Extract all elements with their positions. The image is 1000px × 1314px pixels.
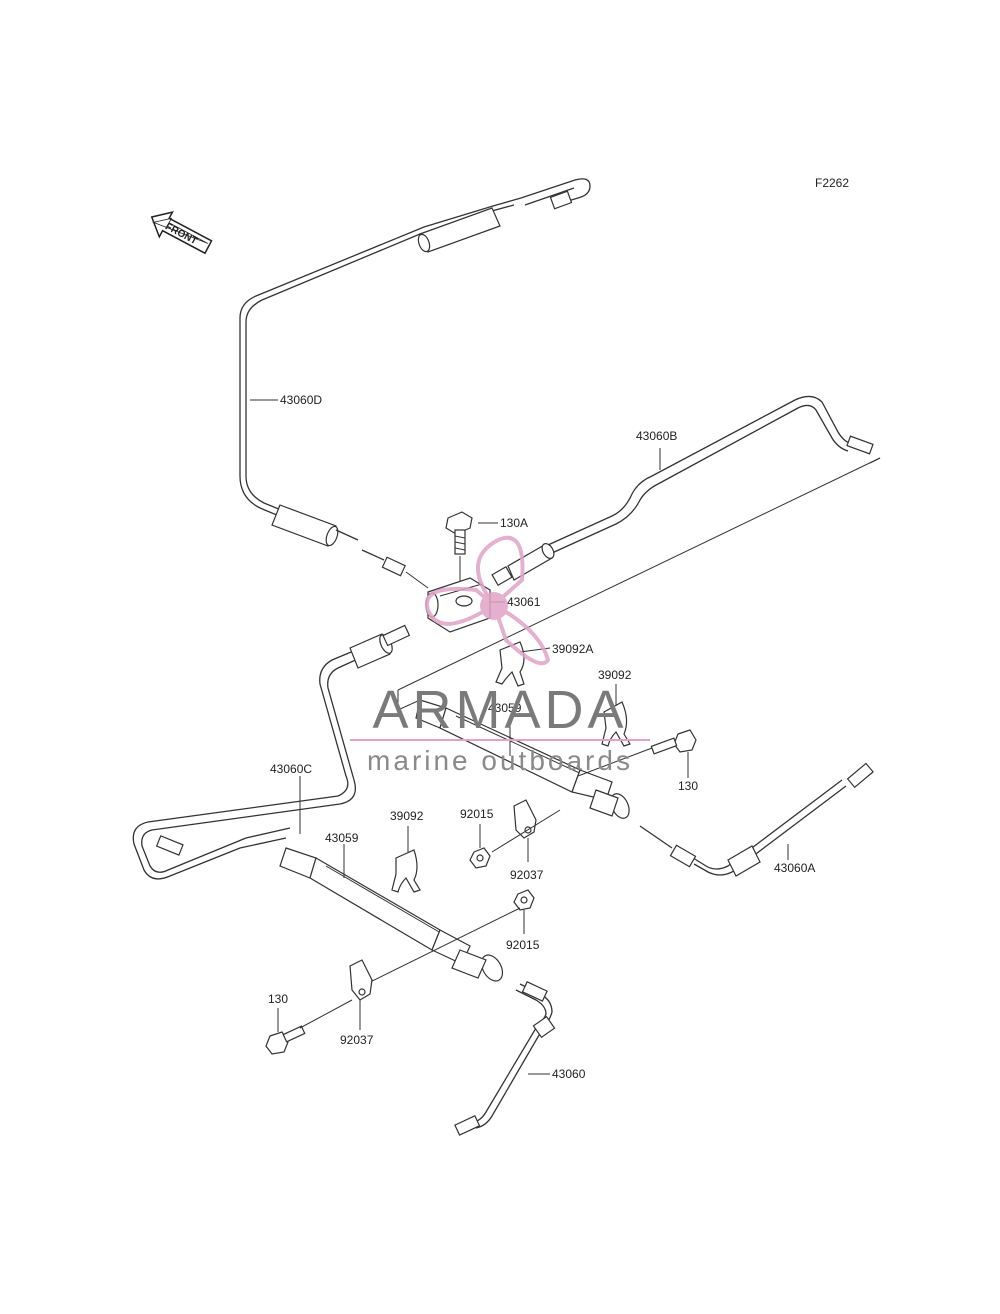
- tube-end-fitting: [846, 762, 874, 789]
- label-92015-upper: 92015: [460, 807, 494, 821]
- bracket-92037-upper: [513, 799, 537, 839]
- tube-43060B: [491, 395, 874, 587]
- figure-code: F2262: [815, 176, 849, 190]
- label-92037-lower: 92037: [340, 1033, 374, 1047]
- tube-sleeve: [727, 845, 761, 877]
- label-39092A-upper: 39092A: [552, 642, 593, 656]
- tube-end-fitting: [382, 624, 411, 647]
- nut-92015-upper: [469, 847, 491, 869]
- label-43059-lower: 43059: [325, 831, 359, 845]
- tube-sleeve: [271, 504, 339, 547]
- hose-43059-lower: [279, 847, 504, 982]
- label-43061: 43061: [507, 595, 541, 609]
- tube-43060A: [639, 762, 874, 877]
- propeller-logo-icon: [425, 535, 551, 666]
- tube-sleeve: [417, 207, 501, 253]
- tube-end-fitting: [381, 556, 406, 577]
- label-92037-upper: 92037: [510, 868, 544, 882]
- tube-end-fitting: [846, 435, 874, 455]
- label-130A: 130A: [500, 516, 528, 530]
- label-43060B: 43060B: [636, 429, 677, 443]
- label-43059-upper: 43059: [488, 701, 522, 715]
- tube-end-fitting: [491, 565, 513, 587]
- bolt-130-lower: [265, 1025, 306, 1055]
- tube-sleeve: [532, 1015, 556, 1039]
- clamp-39092-lower: [391, 849, 421, 893]
- tube-end-fitting: [155, 835, 184, 856]
- watermark: ARMADA marine outboards: [350, 535, 650, 776]
- tube-43060C: [132, 624, 411, 880]
- nut-92015-lower: [513, 889, 535, 911]
- label-43060: 43060: [552, 1067, 586, 1081]
- label-130-lower: 130: [268, 992, 288, 1006]
- tube-end-fitting: [669, 844, 697, 868]
- tube-end-fitting: [454, 1115, 481, 1136]
- watermark-brand: ARMADA: [372, 680, 627, 740]
- tube-43060D: [239, 178, 591, 577]
- tube-end-fitting: [549, 190, 573, 210]
- label-39092-lower: 39092: [390, 809, 424, 823]
- label-39092-upper: 39092: [598, 668, 632, 682]
- tube-end-fitting: [521, 981, 548, 1002]
- label-92015-lower: 92015: [506, 938, 540, 952]
- front-arrow-icon: FRONT: [150, 211, 213, 255]
- bracket-92037-lower: [349, 959, 373, 1001]
- label-43060C: 43060C: [270, 762, 312, 776]
- label-43060D: 43060D: [280, 393, 322, 407]
- tube-43060: [454, 981, 556, 1136]
- label-130-right: 130: [678, 779, 698, 793]
- bolt-130-right: [650, 729, 697, 755]
- tube-sleeve: [507, 543, 555, 581]
- watermark-tagline: marine outboards: [367, 745, 633, 776]
- label-43060A: 43060A: [774, 861, 815, 875]
- bolt-130A: [445, 511, 473, 555]
